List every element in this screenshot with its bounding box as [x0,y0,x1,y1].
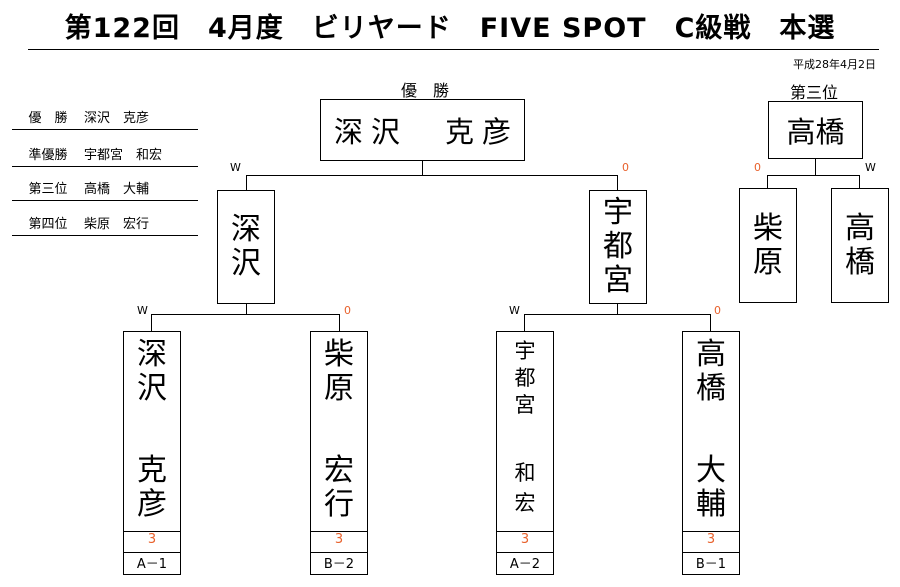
bracket-line [767,175,860,176]
title-underline [28,49,879,50]
semifinal-marker: W [230,161,241,174]
player-score: 3 [497,531,553,552]
bracket-line [815,159,816,175]
page-title: 第122回 4月度 ビリヤード FIVE SPOT C級戦 本選 [64,13,836,44]
third-match-box: 高橋 [831,188,889,303]
standing-name: 高橋 大輔 [84,182,150,197]
bracket-line [246,304,247,314]
player-seed: B－2 [311,552,367,575]
bracket-line [859,175,860,189]
player-given-name: 大輔 [696,453,726,522]
player-surname: 深沢 [137,337,167,406]
standing-place: 第三位 [28,182,68,197]
third-place-label: 第三位 [789,83,838,102]
standing-name: 柴原 宏行 [84,217,150,232]
match-marker: 0 [714,304,721,317]
event-date: 平成28年4月2日 [793,58,876,71]
third-match-name: 高橋 [845,210,875,280]
standing-row-2: 準優勝 宇都宮 和宏 [12,144,198,167]
player-seed: B－1 [683,552,739,575]
standing-place: 第四位 [28,217,68,232]
standing-row-1: 優 勝 深沢 克彦 [12,107,198,130]
player-score: 3 [683,531,739,552]
player-surname: 宇都宮 [514,339,536,417]
player-surname: 高橋 [696,337,726,406]
player-given-name: 和宏 [514,461,536,515]
third-match-marker: W [865,161,876,174]
player-box: 宇都宮 和宏 3 A－2 [496,331,554,575]
standing-row-4: 第四位 柴原 宏行 [12,213,198,236]
bracket-line [246,175,618,176]
semifinal-box: 深沢 [217,190,275,304]
bracket-line [524,314,711,315]
semifinal-name: 深沢 [231,212,261,281]
player-given-name: 克彦 [137,453,167,522]
semifinal-name: 宇都宮 [603,195,633,298]
match-marker: 0 [344,304,351,317]
match-marker: W [137,304,148,317]
standing-place: 準優勝 [28,148,68,163]
player-box: 柴原 宏行 3 B－2 [310,331,368,575]
match-marker: W [509,304,520,317]
standing-row-3: 第三位 高橋 大輔 [12,178,198,201]
semifinal-box: 宇都宮 [589,190,647,304]
standing-name: 宇都宮 和宏 [84,148,163,163]
player-surname: 柴原 [324,337,354,406]
player-seed: A－1 [124,552,180,575]
third-match-marker: 0 [754,161,761,174]
bracket-line [151,314,340,315]
semifinal-marker: 0 [622,161,629,174]
champion-name: 深沢 克彦 [333,115,519,149]
standing-place: 優 勝 [28,111,68,126]
third-place-winner: 高橋 [786,115,845,149]
player-score: 3 [124,531,180,552]
third-match-box: 柴原 [739,188,797,303]
player-score: 3 [311,531,367,552]
champion-box: 深沢 克彦 [320,99,525,161]
bracket-line [767,175,768,189]
player-box: 高橋 大輔 3 B－1 [682,331,740,575]
player-box: 深沢 克彦 3 A－1 [123,331,181,575]
player-seed: A－2 [497,552,553,575]
bracket-line [246,175,247,191]
third-match-name: 柴原 [753,210,783,280]
bracket-line [151,314,152,332]
bracket-line [710,314,711,332]
bracket-line [524,314,525,332]
bracket-line [617,175,618,191]
bracket-line [339,314,340,332]
bracket-line [617,304,618,314]
standing-name: 深沢 克彦 [84,111,150,126]
bracket-line [422,161,423,175]
champion-label: 優 勝 [400,81,449,100]
player-given-name: 宏行 [324,453,354,522]
third-place-box: 高橋 [768,101,863,159]
